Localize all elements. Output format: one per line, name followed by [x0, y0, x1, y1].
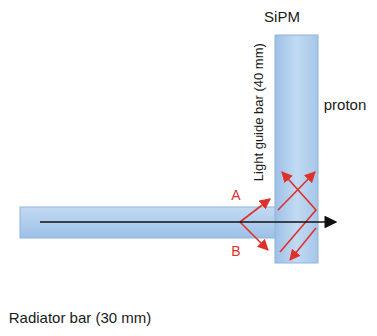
photon-rays [240, 172, 316, 260]
photon-ray [240, 199, 270, 222]
light-guide-bar [275, 35, 318, 263]
part-label: Light guide bar (40 mm) [252, 43, 266, 181]
photon-ray [278, 172, 315, 210]
sensor-label: SiPM [264, 9, 300, 26]
photon-ray [290, 228, 316, 260]
ray-label: B [231, 244, 240, 259]
photon-ray [240, 222, 268, 250]
proton-track [40, 221, 336, 223]
part-label: Radiator bar (30 mm) [9, 310, 152, 327]
photon-ray [280, 172, 316, 252]
ray-label: A [231, 188, 240, 203]
particle-label: proton [324, 97, 367, 114]
